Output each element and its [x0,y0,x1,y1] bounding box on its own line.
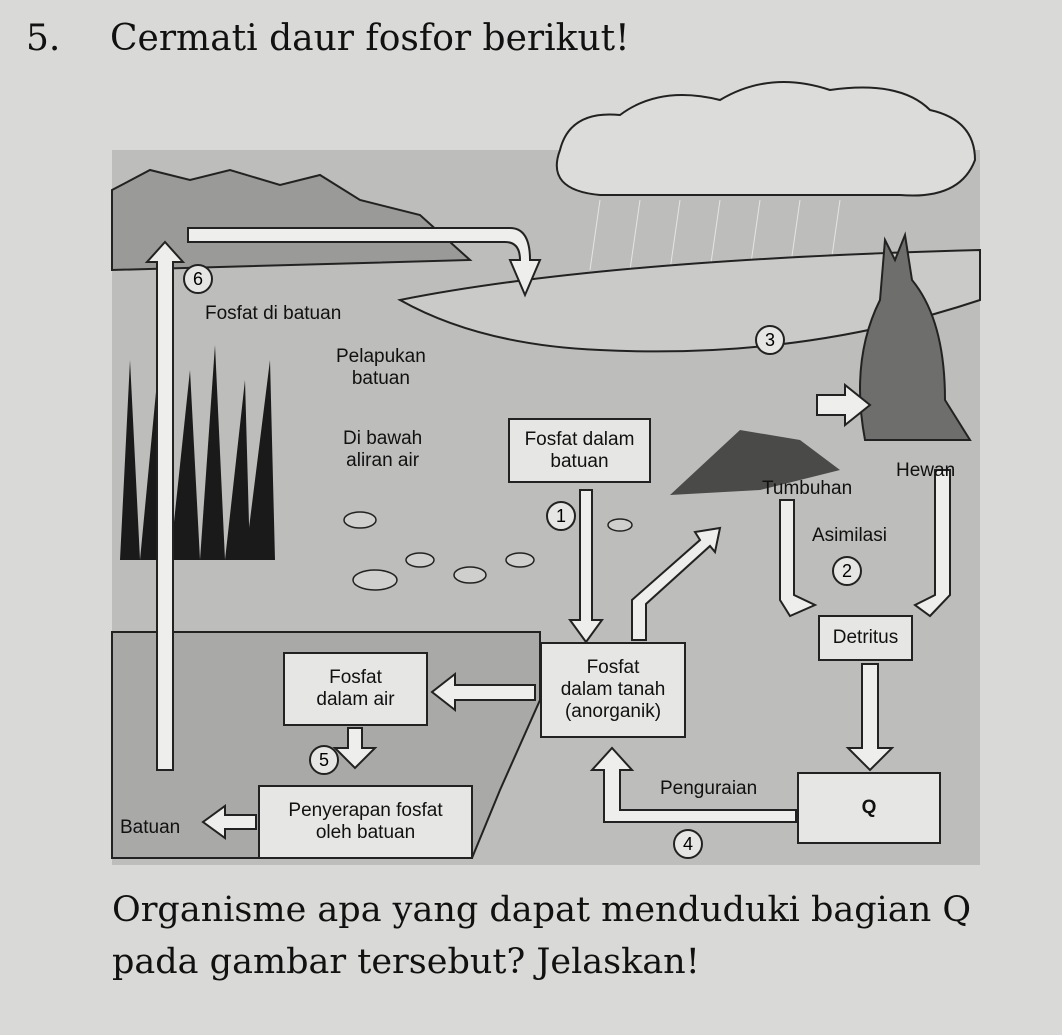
q-box: Q [797,772,941,844]
plant-detritus-arrow [779,499,818,618]
pebbles [343,511,633,591]
box-line: batuan [550,450,609,472]
label-stone: Batuan [120,817,181,838]
label-plants: Tumbuhan [762,478,853,499]
mountains [111,168,473,272]
uplift-arrow [144,240,186,771]
step-5-marker: 5 [309,745,339,775]
box-line: Fosfat dalam [524,428,635,450]
label-line: Pelapukan [336,346,426,367]
cloud [555,81,977,197]
step-2-marker: 2 [832,556,862,586]
arrow-1 [568,489,604,644]
detritus-q-arrow [845,663,895,772]
label-line: Di bawah [343,428,423,449]
question-line-1: Organisme apa yang dapat menduduki bagia… [112,890,972,930]
decomposition-arrow [589,746,797,823]
step-4-marker: 4 [673,829,703,859]
step-1-marker: 1 [546,501,576,531]
label-rock-phosphate: Fosfat di batuan [205,303,342,324]
detritus-box: Detritus [818,615,913,661]
box-line: Penyerapan fosfat [288,800,443,821]
weathering-arrow [187,227,542,298]
box-line: Fosfat [329,667,382,688]
box-line: dalam air [316,689,395,710]
question-line-2: pada gambar tersebut? Jelaskan! [112,942,700,982]
uptake-arrow [631,526,722,641]
box-line: dalam tanah [560,679,666,700]
plant [670,430,840,495]
step-6-marker: 6 [183,264,213,294]
label-decomposition: Penguraian [660,778,758,799]
label-line: batuan [351,368,410,389]
question-title: Cermati daur fosfor berikut! [110,18,630,59]
box-line: oleh batuan [315,822,416,843]
arrows [144,227,951,840]
label-animals: Hewan [896,460,956,481]
label-line: aliran air [346,450,420,471]
plant-animal-arrow [816,382,872,428]
box-line: Fosfat [586,657,640,678]
to-stone-arrow [201,804,257,840]
to-water-arrow [430,671,536,713]
box-line: (anorganik) [564,701,662,722]
question-number: 5. [26,18,61,59]
animal-detritus-arrow [913,469,951,618]
label-assimilation: Asimilasi [812,525,887,546]
rain [589,199,841,271]
arrow-5 [332,727,378,770]
step-3-marker: 3 [755,325,785,355]
rabbit [859,231,972,441]
